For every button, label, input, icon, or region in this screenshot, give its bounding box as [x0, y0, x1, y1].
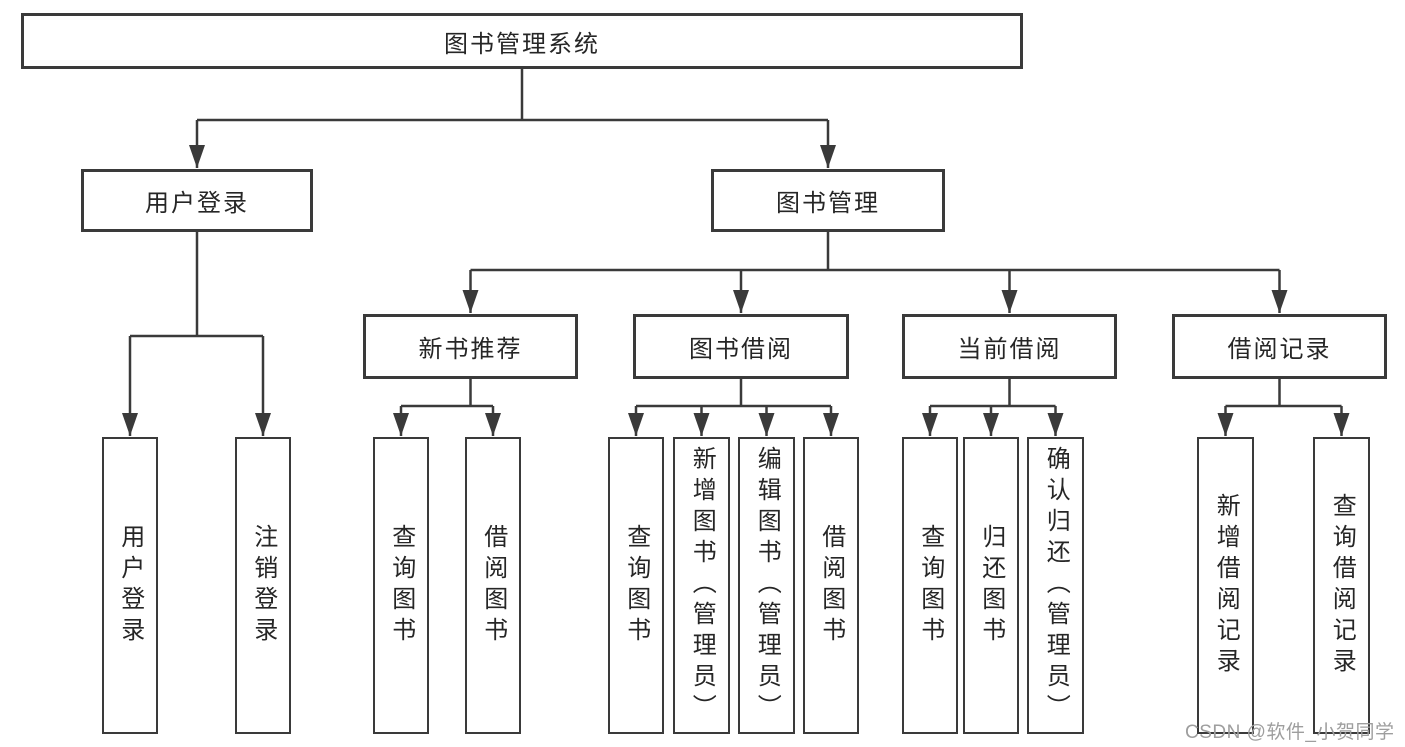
leaf-borrowing-borrow-books: 借阅图书 [803, 437, 859, 734]
leaf-label: 借阅图书 [479, 523, 507, 648]
leaf-label: 注销登录 [249, 523, 277, 648]
connector-book-management-children [462, 232, 1288, 313]
connector-current-borrowing-children [922, 379, 1064, 436]
node-user-login: 用户登录 [81, 169, 313, 232]
node-label: 图书管理 [776, 190, 880, 217]
connector-root-to-level2 [189, 69, 836, 168]
leaf-label: 查询借阅记录 [1328, 492, 1356, 679]
leaf-label: 归还图书 [977, 523, 1005, 648]
leaf-borrowing-add-books-admin: 新增图书（管理员） [673, 437, 730, 734]
connector-book-borrowing-children [628, 379, 839, 436]
node-book-borrowing: 图书借阅 [633, 314, 849, 379]
leaf-label: 查询图书 [387, 523, 415, 648]
leaf-current-return-books: 归还图书 [963, 437, 1019, 734]
node-label: 当前借阅 [957, 336, 1062, 363]
leaf-current-confirm-return-admin: 确认归还（管理员） [1027, 437, 1084, 734]
node-book-management: 图书管理 [711, 169, 945, 232]
leaf-user-login: 用户登录 [102, 437, 158, 734]
node-new-book-recommend: 新书推荐 [363, 314, 578, 379]
connector-new-book-children [393, 379, 501, 436]
leaf-logout: 注销登录 [235, 437, 291, 734]
leaf-label: 查询图书 [916, 523, 944, 648]
connector-borrowing-records-children [1217, 379, 1350, 436]
leaf-newbook-query-books: 查询图书 [373, 437, 429, 734]
node-label: 借阅记录 [1227, 336, 1332, 363]
leaf-label: 编辑图书（管理员） [753, 446, 781, 725]
node-current-borrowing: 当前借阅 [902, 314, 1117, 379]
connector-user-login-children [122, 232, 271, 436]
leaf-current-query-books: 查询图书 [902, 437, 958, 734]
node-borrowing-records: 借阅记录 [1172, 314, 1387, 379]
leaf-borrowing-query-books: 查询图书 [608, 437, 664, 734]
leaf-borrowing-edit-books-admin: 编辑图书（管理员） [738, 437, 795, 734]
node-label: 图书管理系统 [444, 30, 600, 58]
node-label: 图书借阅 [689, 336, 793, 363]
leaf-label: 查询图书 [622, 523, 650, 648]
leaf-label: 新增图书（管理员） [688, 446, 716, 725]
leaf-newbook-borrow-books: 借阅图书 [465, 437, 521, 734]
csdn-watermark: CSDN @软件_小贺同学 [1185, 722, 1395, 743]
node-label: 新书推荐 [418, 336, 523, 363]
leaf-records-add-record: 新增借阅记录 [1197, 437, 1254, 734]
leaf-records-query-record: 查询借阅记录 [1313, 437, 1370, 734]
node-library-management-system: 图书管理系统 [21, 13, 1023, 69]
node-label: 用户登录 [145, 190, 249, 217]
leaf-label: 借阅图书 [817, 523, 845, 648]
leaf-label: 用户登录 [116, 523, 144, 648]
leaf-label: 确认归还（管理员） [1042, 446, 1070, 725]
leaf-label: 新增借阅记录 [1212, 492, 1240, 679]
